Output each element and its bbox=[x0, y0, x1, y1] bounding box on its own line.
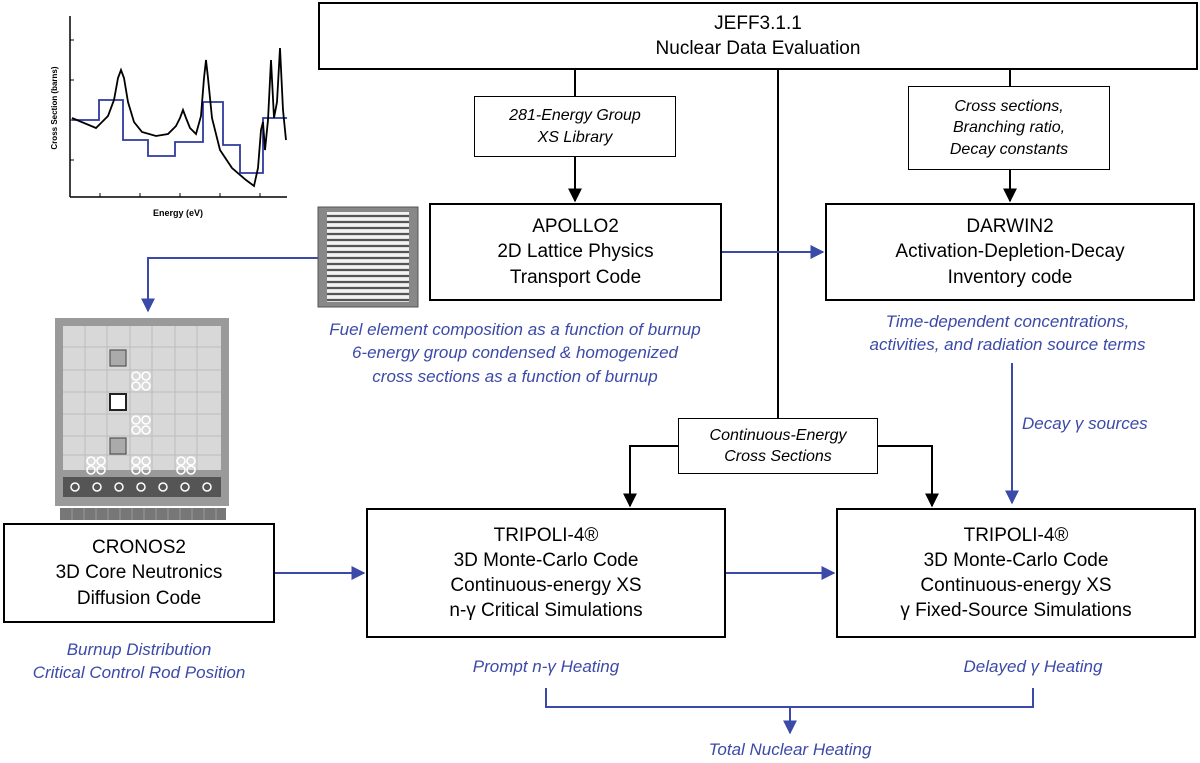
prompt-heating-label: Prompt n-γ Heating bbox=[472, 657, 620, 676]
apollo-output-line-3: cross sections as a function of burnup bbox=[372, 366, 658, 386]
pointwise-xs-curve bbox=[71, 47, 287, 188]
decay-sources-caption: Decay γ sources bbox=[1022, 412, 1182, 435]
apollo-line-3: Transport Code bbox=[509, 266, 642, 288]
delayed-heating-caption: Delayed γ Heating bbox=[900, 655, 1166, 678]
cronos-output-line-1: Burnup Distribution bbox=[66, 640, 212, 659]
darwin-line-1: DARWIN2 bbox=[966, 216, 1054, 238]
tripoli-ng-line-3: Continuous-energy XS bbox=[450, 575, 642, 596]
tripoli-ng-box: TRIPOLI-4® 3D Monte-Carlo Code Continuou… bbox=[366, 508, 726, 638]
apollo-box: APOLLO2 2D Lattice Physics Transport Cod… bbox=[429, 203, 722, 301]
decay-data-line-2: Branching ratio, bbox=[952, 119, 1066, 137]
apollo-output-line-2: 6-energy group condensed & homogenized bbox=[351, 343, 679, 363]
reactor-core-icon bbox=[55, 318, 229, 520]
continuous-xs-box: Continuous-Energy Cross Sections bbox=[678, 418, 878, 474]
cronos-line-1: CRONOS2 bbox=[92, 537, 186, 559]
xs-plot-xlabel: Energy (eV) bbox=[153, 208, 203, 218]
apollo-output-line-1: Fuel element composition as a function o… bbox=[329, 320, 701, 339]
tripoli-g-box: TRIPOLI-4® 3D Monte-Carlo Code Continuou… bbox=[836, 508, 1196, 638]
cronos-line-2: 3D Core Neutronics bbox=[55, 562, 223, 584]
tripoli-g-line-1: TRIPOLI-4® bbox=[963, 524, 1069, 546]
decay-sources-label: Decay γ sources bbox=[1022, 414, 1148, 433]
prompt-heating-caption: Prompt n-γ Heating bbox=[420, 655, 672, 678]
darwin-line-3: Inventory code bbox=[947, 266, 1073, 288]
cronos-box: CRONOS2 3D Core Neutronics Diffusion Cod… bbox=[3, 523, 275, 623]
apollo-line-1: APOLLO2 bbox=[532, 216, 619, 238]
cross-section-plot bbox=[69, 16, 287, 198]
continuous-xs-line-1: Continuous-Energy bbox=[709, 426, 847, 444]
darwin-box: DARWIN2 Activation-Depletion-Decay Inven… bbox=[825, 203, 1195, 301]
xs-library-box: 281-Energy Group XS Library bbox=[474, 96, 676, 157]
tripoli-g-line-2: 3D Monte-Carlo Code bbox=[923, 549, 1109, 571]
apollo-line-2: 2D Lattice Physics bbox=[497, 241, 654, 263]
tripoli-ng-line-2: 3D Monte-Carlo Code bbox=[453, 549, 639, 571]
jeff-box: JEFF3.1.1 Nuclear Data Evaluation bbox=[318, 2, 1198, 70]
apollo-output-caption: Fuel element composition as a function o… bbox=[275, 318, 755, 388]
total-heating-caption: Total Nuclear Heating bbox=[650, 738, 930, 761]
total-heating-label: Total Nuclear Heating bbox=[708, 740, 872, 759]
multigroup-staircase bbox=[72, 99, 287, 174]
tripoli-g-line-4: γ Fixed-Source Simulations bbox=[900, 600, 1132, 622]
cronos-line-3: Diffusion Code bbox=[76, 587, 202, 609]
tripoli-ng-line-1: TRIPOLI-4® bbox=[493, 524, 599, 546]
xs-plot-ylabel: Cross Section (barns) bbox=[50, 66, 59, 149]
arrow-continuous-to-tripoli-g bbox=[878, 445, 939, 508]
jeff-line-2: Nuclear Data Evaluation bbox=[655, 38, 861, 59]
decay-data-box: Cross sections, Branching ratio, Decay c… bbox=[908, 86, 1110, 170]
continuous-xs-line-2: Cross Sections bbox=[724, 448, 832, 465]
xs-library-line-2: XS Library bbox=[537, 128, 613, 146]
xs-library-line-1: 281-Energy Group bbox=[509, 107, 641, 125]
arrow-apollo-to-cronos bbox=[141, 257, 318, 313]
darwin-line-2: Activation-Depletion-Decay bbox=[895, 241, 1125, 263]
cronos-output-line-2: Critical Control Rod Position bbox=[32, 663, 246, 683]
decay-data-line-3: Decay constants bbox=[949, 140, 1069, 158]
darwin-output-line-2: activities, and radiation source terms bbox=[869, 335, 1146, 355]
darwin-output-line-1: Time-dependent concentrations, bbox=[885, 312, 1130, 331]
tripoli-g-line-3: Continuous-energy XS bbox=[920, 575, 1112, 596]
fuel-element-icon bbox=[317, 206, 419, 308]
delayed-heating-label: Delayed γ Heating bbox=[963, 657, 1103, 676]
decay-data-line-1: Cross sections, bbox=[954, 98, 1064, 116]
darwin-output-caption: Time-dependent concentrations, activitie… bbox=[815, 310, 1200, 357]
tripoli-ng-line-4: n-γ Critical Simulations bbox=[449, 600, 643, 622]
arrow-continuous-to-tripoli-ng bbox=[623, 445, 678, 508]
cronos-output-caption: Burnup Distribution Critical Control Rod… bbox=[0, 638, 278, 685]
heating-bracket bbox=[545, 688, 1034, 708]
jeff-line-1: JEFF3.1.1 bbox=[714, 12, 802, 34]
